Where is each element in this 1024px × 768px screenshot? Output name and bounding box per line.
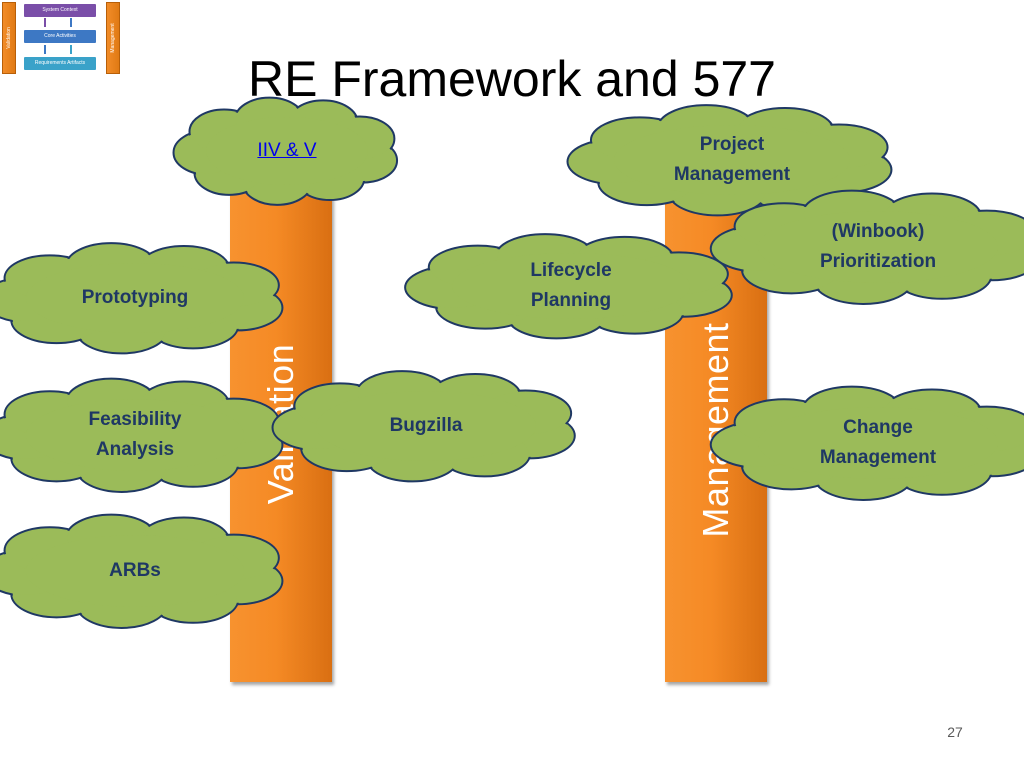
cloud-shape xyxy=(0,513,284,629)
thumbnail-system-context: System Context xyxy=(24,4,96,17)
cloud-shape xyxy=(0,242,284,355)
thumbnail-validation-bar: Validation xyxy=(2,2,16,74)
thumbnail-arrow-up-icon xyxy=(70,45,72,54)
cloud-prototyping: Prototyping xyxy=(0,242,284,355)
slide-title: RE Framework and 577 xyxy=(247,51,776,107)
cloud-shape xyxy=(709,385,1024,501)
feasibility-label-line1: Feasibility xyxy=(88,409,182,430)
cloud-shape xyxy=(709,189,1024,305)
thumbnail-requirements-artifacts: Requirements Artifacts xyxy=(24,57,96,70)
thumbnail-arrow-up-icon xyxy=(70,18,72,27)
thumbnail-management-bar: Management xyxy=(106,2,120,74)
cloud-shape xyxy=(172,96,399,206)
page-number: 27 xyxy=(947,724,963,740)
framework-thumbnail[interactable]: Validation System Context Core Activitie… xyxy=(0,0,120,76)
cloud-shape xyxy=(404,233,733,340)
cloud-winbook-prioritization: (Winbook) Prioritization xyxy=(709,189,1024,305)
cloud-project-management: Project Management xyxy=(566,104,893,217)
cloud-bugzilla: Bugzilla xyxy=(271,370,576,483)
thumbnail-core-activities: Core Activities xyxy=(24,30,96,43)
feasibility-label-line2: Analysis xyxy=(95,439,175,460)
cloud-lifecycle-planning: Lifecycle Planning xyxy=(404,233,733,340)
cloud-feasibility-analysis: Feasibility Analysis xyxy=(0,377,284,493)
winbook-label-line1: (Winbook) xyxy=(831,221,925,242)
change-label-line2: Management xyxy=(819,447,937,468)
cloud-iivv[interactable]: IIV & V xyxy=(172,96,399,206)
bugzilla-label: Bugzilla xyxy=(389,415,463,436)
arbs-label: ARBs xyxy=(109,560,161,581)
cloud-change-management: Change Management xyxy=(709,385,1024,501)
project-label-line1: Project xyxy=(699,134,765,155)
thumbnail-arrow-down-icon xyxy=(44,45,46,54)
thumbnail-validation-label: Validation xyxy=(6,27,12,49)
cloud-shape xyxy=(271,370,576,483)
project-label-line2: Management xyxy=(673,164,791,185)
winbook-label-line2: Prioritization xyxy=(819,251,937,272)
cloud-shape xyxy=(0,377,284,493)
lifecycle-label-line2: Planning xyxy=(530,290,612,311)
cloud-arbs: ARBs xyxy=(0,513,284,629)
thumbnail-arrow-down-icon xyxy=(44,18,46,27)
lifecycle-label-line1: Lifecycle xyxy=(530,260,612,281)
prototyping-label: Prototyping xyxy=(81,287,189,308)
iivv-link[interactable]: IIV & V xyxy=(257,140,317,161)
change-label-line1: Change xyxy=(843,417,913,438)
